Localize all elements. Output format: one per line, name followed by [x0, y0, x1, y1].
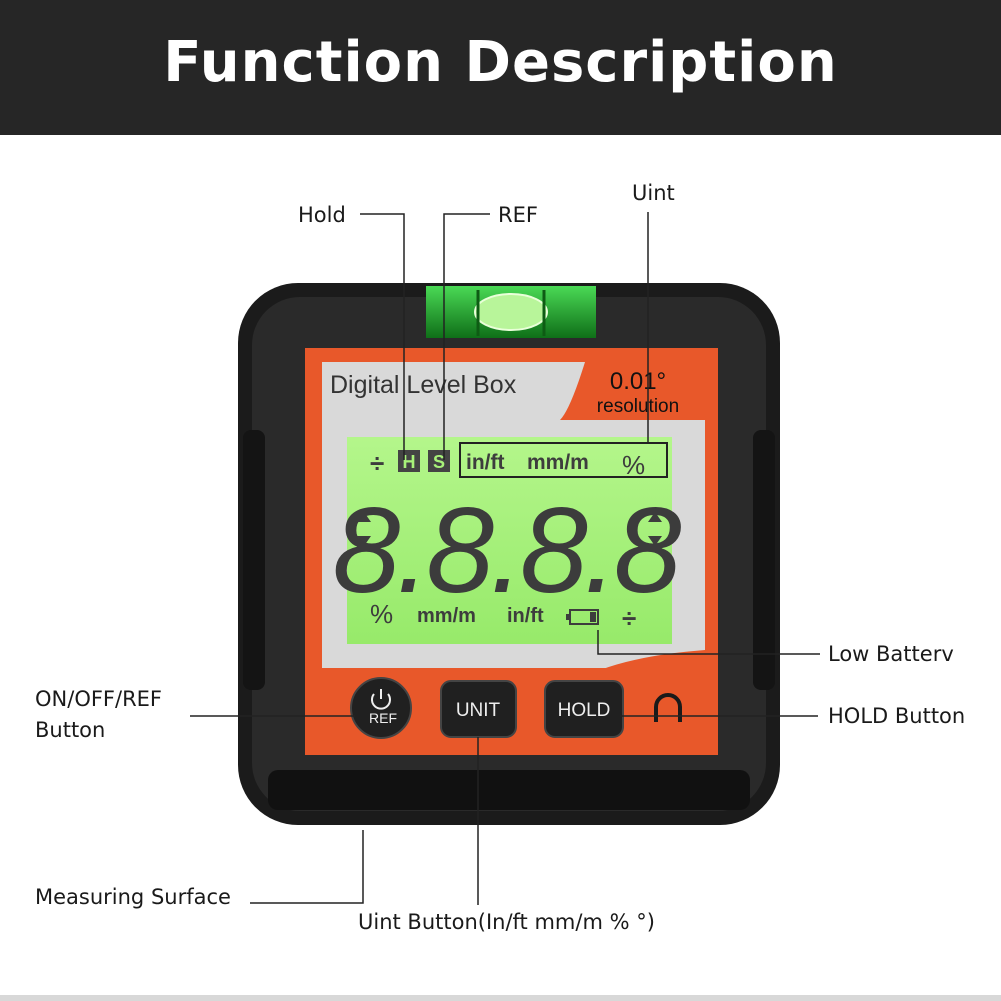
measuring-surface-annotation: Measuring Surface: [35, 885, 231, 909]
low-battery-annotation: Low Batterv: [828, 642, 954, 666]
hold-annotation: Hold: [298, 203, 346, 227]
hold-button[interactable]: HOLD: [544, 680, 624, 738]
lcd-divide-icon-top: ÷: [370, 448, 384, 478]
lcd-pct-top: %: [622, 450, 645, 480]
unit-annotation: Uint: [632, 181, 675, 205]
lcd-inft-top: in/ft: [466, 451, 504, 474]
brand-label: Digital Level Box: [330, 371, 517, 399]
resolution-label: resolution: [597, 396, 679, 417]
lcd-digits: 8.8.8.8: [332, 482, 681, 618]
lcd-pct-bottom: %: [370, 599, 393, 629]
lcd-divide-icon-bottom: ÷: [622, 603, 636, 633]
onoff-annotation-line1: ON/OFF/REF: [35, 687, 163, 711]
page-title: Function Description: [163, 30, 838, 95]
lcd-inft-bottom: in/ft: [507, 605, 544, 627]
power-ref-label: REF: [369, 710, 397, 726]
bottom-divider: [0, 995, 1001, 1001]
lcd-ref-icon: S: [433, 452, 445, 472]
lcd-mmm-top: mm/m: [527, 451, 589, 474]
power-ref-button[interactable]: REF: [350, 677, 412, 739]
onoff-annotation-line2: Button: [35, 718, 106, 742]
unit-button-label: UNIT: [456, 700, 501, 721]
hold-button-annotation: HOLD Button: [828, 704, 966, 728]
title-banner: Function Description: [0, 0, 1001, 135]
battery-icon: [566, 609, 599, 625]
resolution-value: 0.01°: [610, 368, 666, 395]
hold-button-label: HOLD: [558, 700, 611, 721]
unit-button-annotation: Uint Button(In/ft mm/m % °): [358, 910, 655, 934]
lcd-hold-icon: H: [403, 452, 416, 472]
lcd-mmm-bottom: mm/m: [417, 605, 476, 627]
magnet-icon: [654, 693, 682, 722]
bubble-vial: [426, 286, 596, 338]
ref-annotation: REF: [498, 203, 538, 227]
unit-button[interactable]: UNIT: [440, 680, 517, 738]
callout-lines: [190, 212, 820, 905]
